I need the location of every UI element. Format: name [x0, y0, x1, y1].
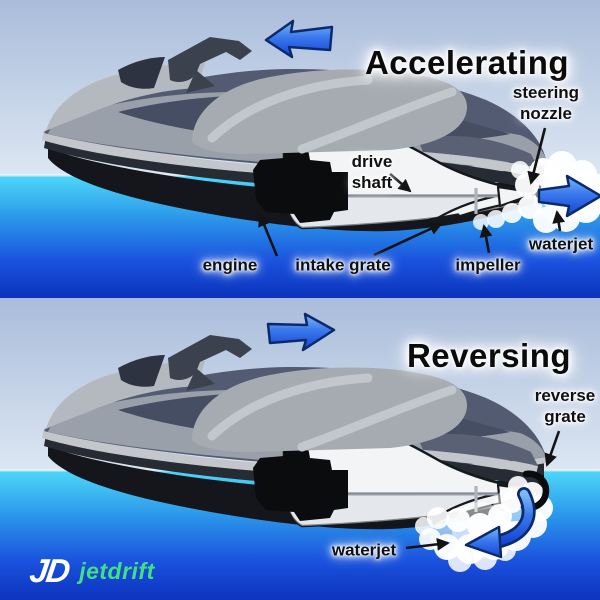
pointer-intake-grate	[373, 222, 443, 257]
pointer-waterjet	[552, 210, 566, 232]
label-steering-nozzle: steering nozzle	[512, 83, 580, 123]
pointer-waterjet-reversing	[405, 537, 450, 551]
pointer-steering-nozzle	[527, 127, 547, 185]
logo-wordmark: jetdrift	[79, 557, 155, 584]
jetdrift-logo: JD jetdrift	[27, 552, 155, 590]
accelerating-scene	[0, 0, 600, 298]
label-reverse-grate: reverse grate	[534, 386, 596, 426]
label-engine: engine	[202, 255, 258, 275]
direction-arrow-left-icon	[264, 19, 334, 59]
label-waterjet-reversing: waterjet	[331, 540, 397, 560]
label-drive-shaft: drive shaft	[351, 152, 393, 192]
label-waterjet-accelerating: waterjet	[528, 234, 594, 254]
waterjet-arrow-icon	[537, 174, 600, 218]
pointer-drive-shaft	[389, 173, 412, 193]
pointer-impeller	[479, 224, 493, 254]
pointer-reverse-grate	[544, 430, 561, 467]
panel-title-accelerating: Accelerating	[364, 44, 570, 82]
accelerating-panel: Accelerating steering nozzle drive shaft…	[0, 0, 600, 298]
panel-title-reversing: Reversing	[406, 337, 572, 375]
label-intake-grate: intake grate	[295, 255, 391, 275]
pointer-engine	[258, 213, 279, 257]
pointer-arrows	[258, 127, 566, 257]
reverse-flow-arrow-icon	[464, 487, 536, 559]
label-impeller: impeller	[455, 255, 521, 275]
direction-arrow-right-icon	[266, 312, 336, 352]
reversing-panel: Reversing reverse grate waterjet JD jetd…	[0, 298, 600, 600]
pointer-arrows	[405, 430, 561, 551]
reversing-scene	[0, 298, 600, 600]
logo-monogram: JD	[27, 552, 71, 589]
